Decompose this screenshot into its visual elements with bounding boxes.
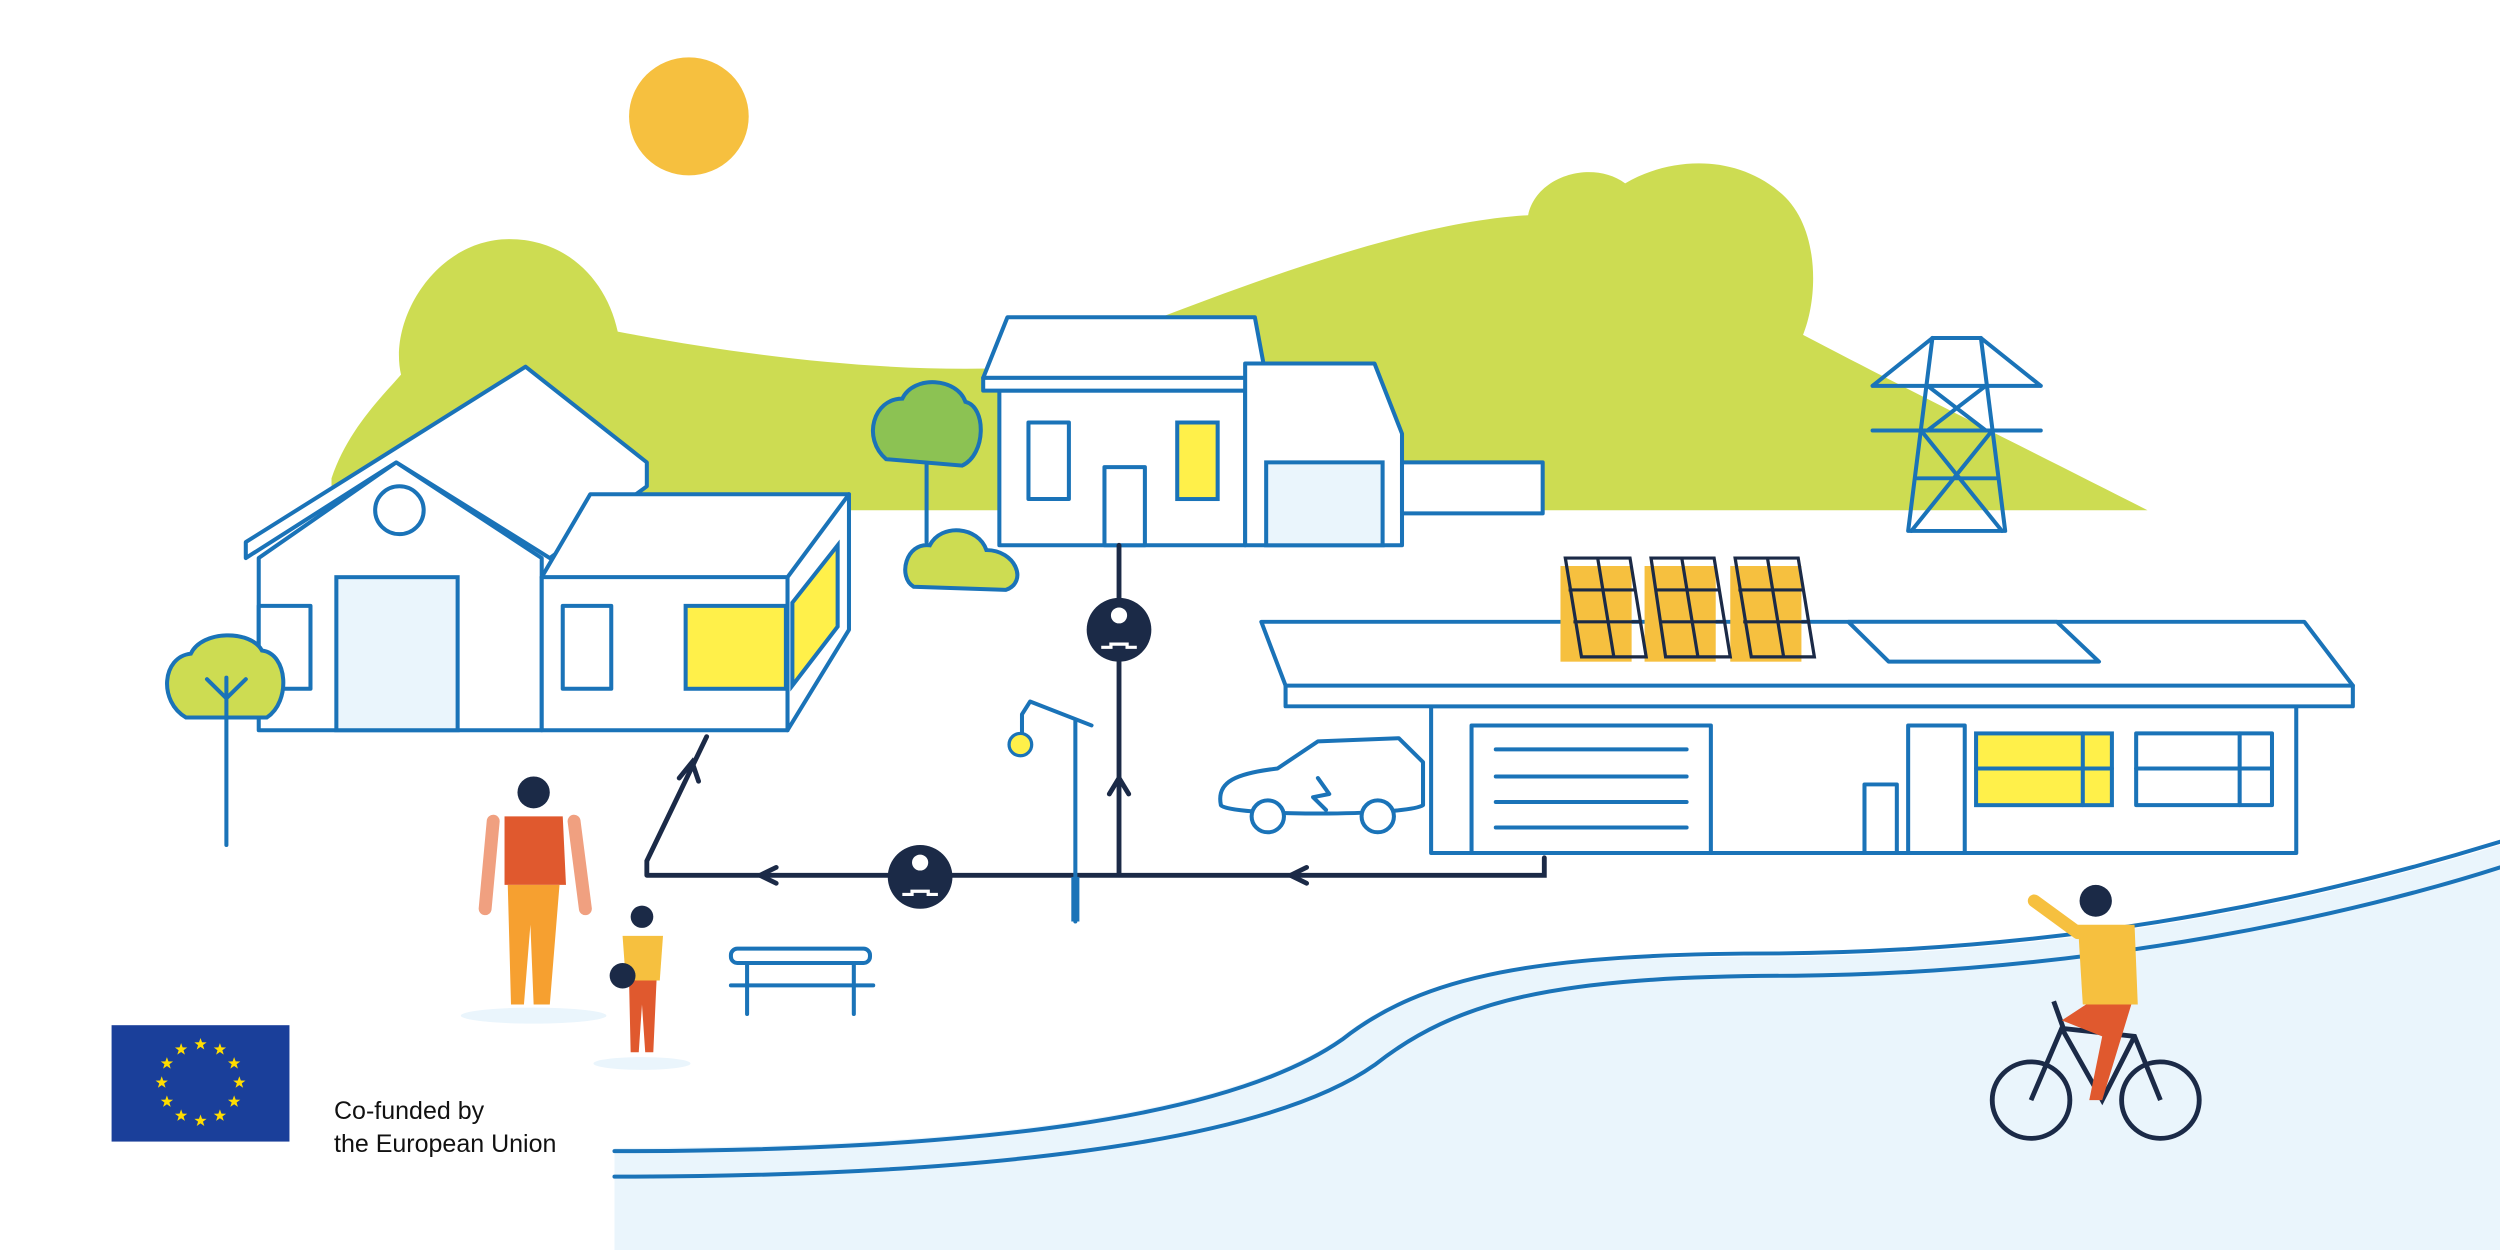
- tree-icon: [165, 633, 286, 848]
- power-pylon-icon: [1870, 336, 2043, 533]
- house-middle: [981, 315, 1545, 548]
- bench-icon: [728, 946, 876, 1017]
- star-icon: [213, 1043, 227, 1055]
- bush-icon: [903, 528, 1020, 592]
- caption-line-1: Co-funded by: [334, 1097, 485, 1125]
- person-child: [593, 905, 691, 1070]
- tree-icon: [870, 380, 1020, 592]
- person-woman: [460, 776, 607, 1024]
- sun-icon: [629, 57, 749, 176]
- star-icon: [160, 1095, 174, 1107]
- cyclist: [1989, 884, 2202, 1158]
- river: [614, 845, 2500, 1250]
- star-icon: [174, 1043, 188, 1055]
- house-left: [243, 364, 851, 733]
- eu-flag-icon: [111, 1025, 290, 1142]
- star-icon: [194, 1114, 207, 1127]
- star-icon: [227, 1057, 241, 1069]
- street-lamp-icon: [1007, 699, 1094, 924]
- star-icon: [194, 1037, 207, 1050]
- star-icon: [160, 1057, 174, 1069]
- solar-panel-icon: [1560, 556, 1817, 662]
- electric-car-icon: [1218, 736, 1426, 835]
- energy-exchange-icon: [887, 845, 953, 909]
- eu-funding-caption: Co-funded by the European Union: [334, 1095, 556, 1161]
- energy-exchange-icon: [1086, 597, 1152, 662]
- star-icon: [213, 1109, 227, 1121]
- star-icon: [227, 1095, 241, 1107]
- house-right: [1259, 556, 2355, 855]
- star-icon: [174, 1109, 188, 1121]
- star-icon: [155, 1076, 168, 1088]
- caption-line-2: the European Union: [334, 1130, 557, 1158]
- star-icon: [233, 1076, 246, 1088]
